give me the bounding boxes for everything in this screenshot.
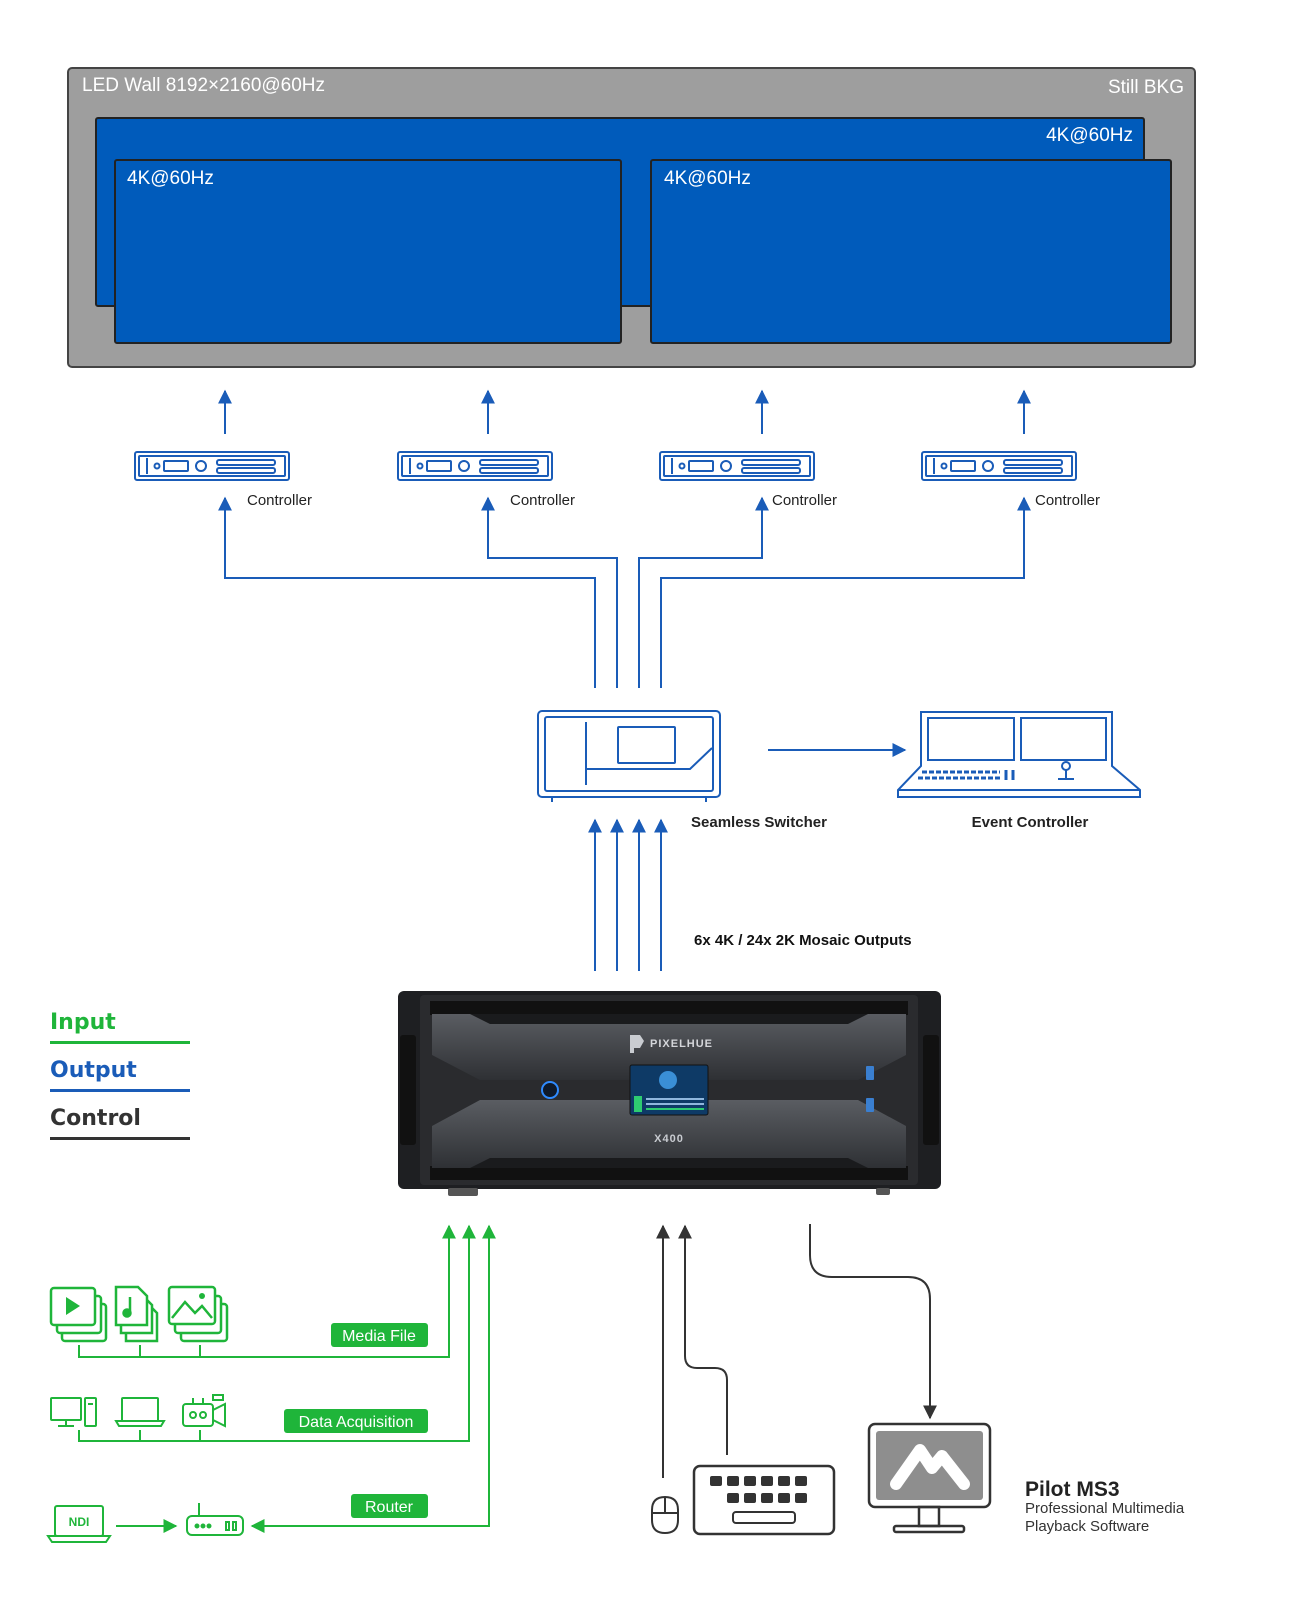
video-file-icon xyxy=(49,1286,108,1343)
camera-icon xyxy=(182,1394,226,1428)
mosaic-output-arrows xyxy=(588,818,668,971)
right-screen xyxy=(650,159,1172,344)
back-screen-label: 4K@60Hz xyxy=(1046,125,1133,146)
device-lower-panel xyxy=(432,1100,906,1168)
led-wall: LED Wall 8192×2160@60Hz Still BKG 4K@60H… xyxy=(67,67,1196,368)
event-controller-label: Event Controller xyxy=(972,814,1089,831)
output-line xyxy=(660,496,1031,688)
legend-input-label: Input xyxy=(50,1010,116,1035)
switcher-label: Seamless Switcher xyxy=(691,814,827,831)
controller-label: Controller xyxy=(510,492,575,509)
pilot-logo-icon xyxy=(890,1444,970,1490)
legend-control-label: Control xyxy=(50,1106,141,1131)
usb-port-icon xyxy=(866,1066,874,1080)
legend-control: Control xyxy=(50,1104,190,1140)
x400-device: PIXELHUE X400 xyxy=(398,991,941,1196)
legend-control-bar xyxy=(50,1137,190,1140)
left-screen xyxy=(114,159,622,344)
desktop-pc-icon xyxy=(50,1397,97,1427)
legend-output-bar xyxy=(50,1089,190,1092)
input-lines xyxy=(78,1224,496,1533)
right-screen-label: 4K@60Hz xyxy=(664,168,751,189)
legend-input: Input xyxy=(50,1008,190,1044)
seamless-switcher-icon xyxy=(537,710,721,802)
controller-label: Controller xyxy=(772,492,837,509)
router-icon xyxy=(186,1503,244,1536)
switcher-to-controller-lines xyxy=(218,496,1031,688)
mosaic-outputs-label: 6x 4K / 24x 2K Mosaic Outputs xyxy=(694,932,912,949)
ndi-label: NDI xyxy=(69,1515,90,1529)
device-model: X400 xyxy=(654,1133,684,1145)
left-screen-label: 4K@60Hz xyxy=(127,168,214,189)
router-label: Router xyxy=(365,1499,414,1516)
output-line xyxy=(218,496,596,688)
control-lines xyxy=(656,1224,937,1478)
legend-output-label: Output xyxy=(50,1058,137,1083)
controller-label: Controller xyxy=(1035,492,1100,509)
audio-file-icon xyxy=(114,1285,159,1343)
media-file-badge xyxy=(331,1323,428,1347)
software-desc-line1: Professional Multimedia xyxy=(1025,1500,1185,1517)
output-line xyxy=(481,496,618,688)
data-acquisition-badge xyxy=(284,1409,428,1433)
media-file-label: Media File xyxy=(342,1328,416,1345)
software-name: Pilot MS3 xyxy=(1025,1478,1120,1501)
laptop-icon xyxy=(114,1397,166,1427)
controller-device-icon xyxy=(921,451,1077,481)
controller-device-icon xyxy=(397,451,553,481)
event-controller-icon xyxy=(897,711,1141,798)
device-brand: PIXELHUE xyxy=(650,1038,713,1050)
controller-device-icon xyxy=(134,451,290,481)
usb-port-icon xyxy=(866,1098,874,1112)
output-line xyxy=(638,496,769,688)
device-upper-panel xyxy=(432,1014,906,1080)
controllers xyxy=(134,451,1077,481)
monitor-control-line xyxy=(809,1224,937,1420)
keyboard-control-line xyxy=(678,1224,728,1455)
legend-output: Output xyxy=(50,1056,190,1092)
legend-input-bar xyxy=(50,1041,190,1044)
led-wall-title: LED Wall 8192×2160@60Hz xyxy=(82,75,325,96)
router-line xyxy=(250,1224,496,1533)
image-file-icon xyxy=(167,1285,229,1343)
controller-label: Controller xyxy=(247,492,312,509)
power-button-icon[interactable] xyxy=(541,1081,559,1099)
still-bkg-label: Still BKG xyxy=(1108,77,1184,98)
software-desc-line2: Playback Software xyxy=(1025,1518,1149,1535)
mouse-icon xyxy=(651,1495,679,1535)
data-acquisition-label: Data Acquisition xyxy=(299,1414,414,1431)
front-lcd-screen xyxy=(629,1064,709,1116)
keyboard-icon xyxy=(692,1464,836,1536)
router-badge xyxy=(351,1494,428,1518)
pixelhue-logo: PIXELHUE xyxy=(630,1035,713,1053)
pilot-monitor-icon xyxy=(867,1422,992,1534)
controller-device-icon xyxy=(659,451,815,481)
ndi-laptop-icon xyxy=(46,1505,112,1543)
output-arrows-to-wall xyxy=(218,389,1031,434)
